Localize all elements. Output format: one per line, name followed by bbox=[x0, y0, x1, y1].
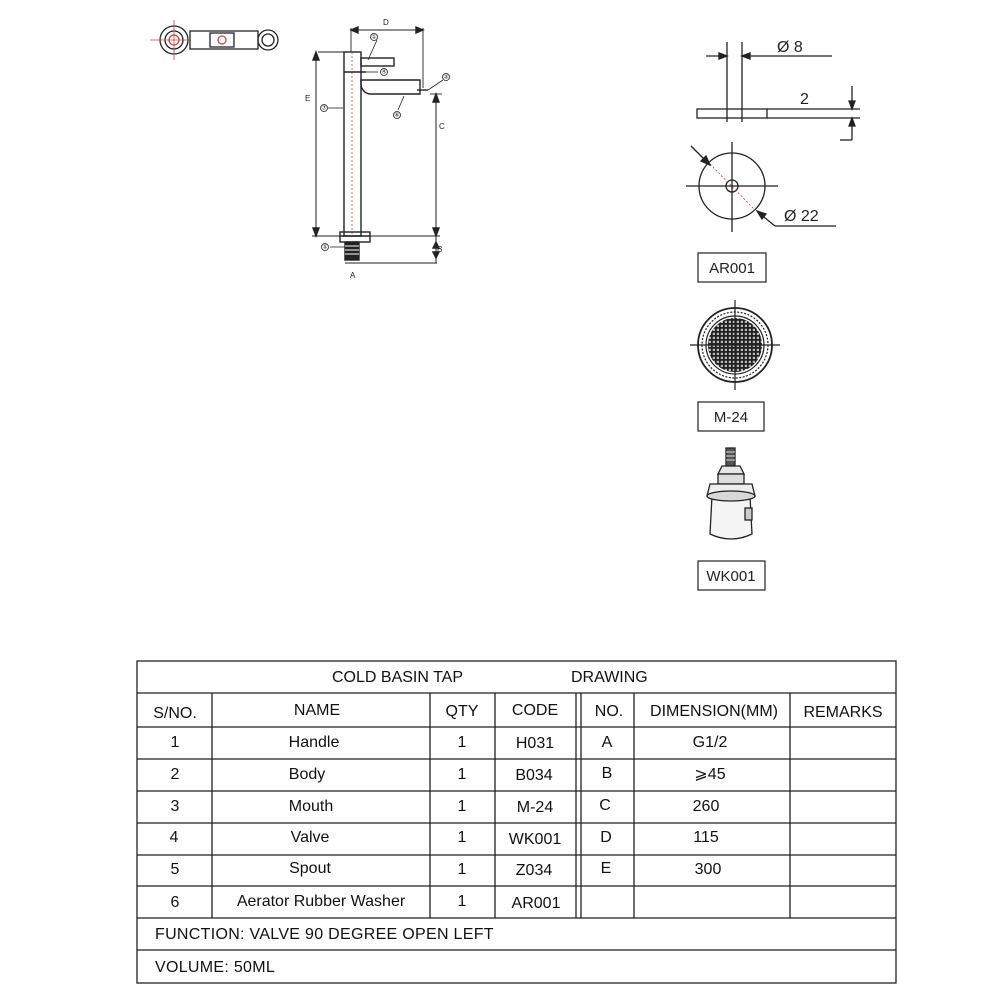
header-code: CODE bbox=[511, 702, 559, 719]
row-4-qty: 1 bbox=[457, 829, 467, 846]
dim-label-e: E bbox=[305, 94, 310, 103]
row-4-dim: 115 bbox=[693, 829, 719, 846]
header-name: NAME bbox=[293, 702, 341, 719]
row-3-dim: 260 bbox=[692, 798, 720, 815]
header-remarks: REMARKS bbox=[803, 704, 883, 721]
washer-dia-small-label: Ø 8 bbox=[777, 39, 803, 56]
row-6-name: Aerator Rubber Washer bbox=[236, 893, 406, 910]
header-dimension: DIMENSION(MM) bbox=[650, 703, 778, 720]
row-1-qty: 1 bbox=[457, 734, 467, 751]
row-5-name: Spout bbox=[289, 860, 331, 877]
dim-label-c: C bbox=[439, 122, 445, 131]
callout-3: ③ bbox=[443, 74, 448, 81]
tap-side-view bbox=[311, 25, 450, 264]
row-4-name: Valve bbox=[290, 829, 330, 846]
function-note: FUNCTION: VALVE 90 DEGREE OPEN LEFT bbox=[155, 926, 494, 943]
washer-drawing bbox=[686, 42, 860, 232]
row-1-no: A bbox=[601, 734, 613, 751]
row-2-qty: 1 bbox=[457, 766, 467, 783]
row-2-sno: 2 bbox=[170, 766, 180, 783]
row-3-name: Mouth bbox=[288, 798, 334, 815]
callout-5: ⑤ bbox=[322, 244, 327, 251]
dim-label-b: B bbox=[437, 245, 442, 254]
row-4-code: WK001 bbox=[508, 831, 562, 848]
callout-6: ⑥ bbox=[394, 112, 399, 119]
callout-1: ① bbox=[371, 34, 376, 41]
row-6-sno: 6 bbox=[170, 894, 180, 911]
row-2-name: Body bbox=[288, 766, 326, 783]
row-1-sno: 1 bbox=[170, 734, 180, 751]
row-3-code: M-24 bbox=[516, 799, 554, 816]
row-3-no: C bbox=[599, 797, 611, 814]
row-6-qty: 1 bbox=[457, 893, 467, 910]
row-2-no: B bbox=[601, 765, 613, 782]
washer-thickness-label: 2 bbox=[800, 91, 809, 108]
row-2-code: B034 bbox=[515, 767, 553, 784]
washer-part-label: AR001 bbox=[709, 260, 755, 277]
header-no: NO. bbox=[594, 703, 624, 720]
row-1-name: Handle bbox=[288, 734, 340, 751]
washer-dia-large-label: Ø 22 bbox=[784, 208, 819, 225]
row-5-no: E bbox=[600, 860, 612, 877]
table-subtitle: DRAWING bbox=[571, 669, 648, 686]
row-5-sno: 5 bbox=[170, 861, 180, 878]
table-title: COLD BASIN TAP bbox=[332, 669, 463, 686]
header-qty: QTY bbox=[445, 703, 479, 720]
valve-cartridge-drawing bbox=[706, 447, 756, 540]
row-1-code: H031 bbox=[515, 735, 555, 752]
aerator-drawing bbox=[690, 300, 780, 390]
row-4-no: D bbox=[600, 829, 612, 846]
dim-label-a: A bbox=[350, 271, 356, 280]
valve-part-label: WK001 bbox=[706, 568, 755, 585]
row-4-sno: 4 bbox=[169, 829, 179, 846]
tap-top-view bbox=[150, 20, 279, 60]
row-3-qty: 1 bbox=[457, 798, 467, 815]
row-1-dim: G1/2 bbox=[692, 734, 728, 751]
technical-drawing: D E C B A ① ④ ③ ⑥ ⑦ ⑤ bbox=[150, 18, 860, 591]
row-6-code: AR001 bbox=[511, 895, 561, 912]
header-sno: S/NO. bbox=[153, 705, 197, 722]
row-5-code: Z034 bbox=[515, 862, 553, 879]
dim-label-d: D bbox=[383, 18, 389, 27]
callout-7: ⑦ bbox=[321, 105, 327, 112]
row-5-dim: 300 bbox=[694, 861, 722, 878]
aerator-part-label: M-24 bbox=[714, 409, 748, 426]
row-5-qty: 1 bbox=[457, 861, 467, 878]
row-3-sno: 3 bbox=[170, 798, 180, 815]
row-2-dim: ⩾45 bbox=[694, 766, 726, 783]
volume-note: VOLUME: 50ML bbox=[155, 959, 276, 976]
callout-4: ④ bbox=[381, 69, 386, 76]
